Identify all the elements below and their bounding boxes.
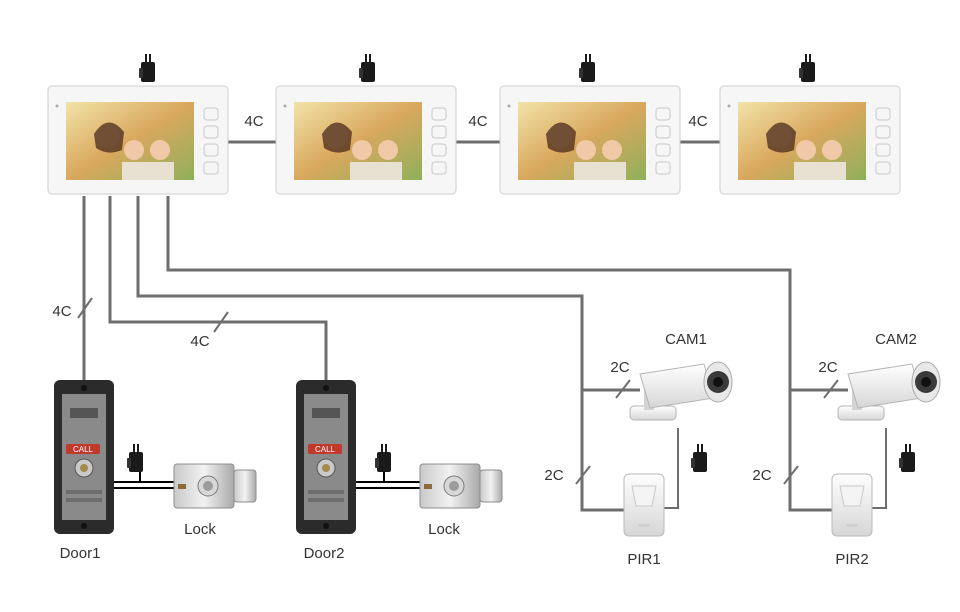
wire-cam1	[136, 196, 640, 392]
label-lock2: Lock	[428, 521, 460, 538]
monitor-3	[499, 85, 681, 195]
lock-icon	[419, 463, 503, 509]
call-button	[308, 444, 342, 454]
camera-icon	[629, 361, 733, 421]
monitor-1	[47, 85, 229, 195]
label-door1: Door1	[60, 545, 101, 562]
wire-pir1	[580, 390, 624, 512]
lock-icon	[173, 463, 257, 509]
door1-panel: CALL	[53, 379, 115, 535]
wires	[82, 140, 887, 512]
wire-cam2-pir2	[872, 428, 887, 509]
label-pir2-wire: 2C	[752, 467, 771, 484]
label-door2-wire: 4C	[190, 333, 209, 350]
label-pir1: PIR1	[627, 551, 660, 568]
label-lock1: Lock	[184, 521, 216, 538]
label-door2: Door2	[304, 545, 345, 562]
wire-cam2	[166, 196, 848, 392]
label-pir2: PIR2	[835, 551, 868, 568]
monitor-2	[275, 85, 457, 195]
call-label: CALL	[315, 445, 336, 454]
monitor-4	[719, 85, 901, 195]
lock-wires	[114, 458, 420, 489]
wire-pir2	[788, 390, 832, 512]
label-m2-m3: 4C	[468, 113, 487, 130]
label-cam2: CAM2	[875, 331, 917, 348]
call-label: CALL	[73, 445, 94, 454]
door2-panel: CALL	[295, 379, 357, 535]
label-pir1-wire: 2C	[544, 467, 563, 484]
wire-door2	[108, 196, 328, 380]
label-m3-m4: 4C	[688, 113, 707, 130]
wire-cam1-pir1	[664, 428, 679, 509]
pir-sensor-icon	[831, 473, 873, 537]
camera-icon	[837, 361, 941, 421]
label-cam2-wire: 2C	[818, 359, 837, 376]
labels: 4C 4C 4C 4C 4C 2C 2C 2C 2C Door1 Door2 L…	[52, 113, 916, 568]
label-door1-wire: 4C	[52, 303, 71, 320]
label-cam1: CAM1	[665, 331, 707, 348]
label-m1-m2: 4C	[244, 113, 263, 130]
wire-ticks	[77, 297, 839, 485]
call-button	[66, 444, 100, 454]
label-cam1-wire: 2C	[610, 359, 629, 376]
pir-sensor-icon	[623, 473, 665, 537]
